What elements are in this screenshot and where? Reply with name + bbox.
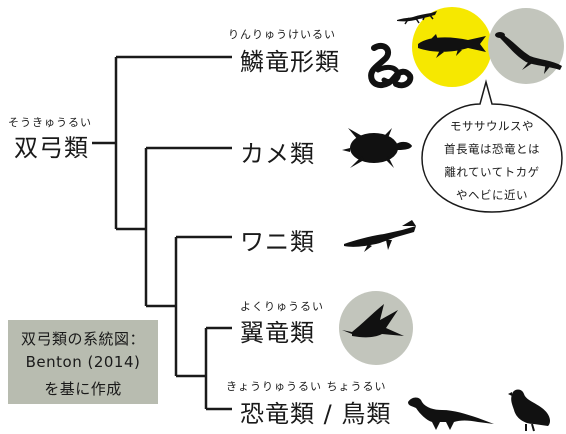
caption-line-1: Benton (2014) xyxy=(25,353,141,371)
taxon-reading-4: きょうりゅうるい ちょうるい xyxy=(226,380,387,393)
pterosaur-circle xyxy=(339,291,413,365)
note-line-2: 離れていてトカゲ xyxy=(444,165,540,179)
speech-bubble xyxy=(421,79,563,213)
mosasaur-icon xyxy=(418,34,486,58)
plesiosaur-icon xyxy=(495,32,562,74)
pterosaur-icon xyxy=(342,304,404,338)
gray-circle-plesiosaur xyxy=(488,8,564,84)
snake-icon xyxy=(368,42,414,89)
taxon-label-4: 恐竜類 / 鳥類 xyxy=(240,400,392,428)
taxon-label-3: 翼竜類 xyxy=(240,319,315,347)
note-line-3: やヘビに近い xyxy=(456,188,528,202)
caption-line-2: を基に作成 xyxy=(44,380,122,398)
caption-box: 双弓類の系統図： Benton (2014) を基に作成 xyxy=(8,320,158,404)
taxon-reading-3: よくりゅうるい xyxy=(240,300,324,313)
taxon-label-2: ワニ類 xyxy=(240,228,315,256)
note-line-1: 首長竜は恐竜とは xyxy=(444,142,540,156)
pigeon-icon xyxy=(508,389,550,432)
crocodile-icon xyxy=(344,220,416,252)
root-reading: そうきゅうるい xyxy=(8,116,92,129)
dinosaur-icon xyxy=(408,397,494,430)
taxon-reading-0: りんりゅうけいるい xyxy=(228,28,336,41)
caption-line-0: 双弓類の系統図： xyxy=(20,330,145,348)
note-line-0: モササウルスや xyxy=(450,119,534,133)
lizard-icon xyxy=(397,11,437,25)
taxon-label-1: カメ類 xyxy=(240,140,315,168)
root-label: 双弓類 xyxy=(14,134,89,162)
taxon-label-0: 鱗竜形類 xyxy=(240,48,340,76)
turtle-icon xyxy=(342,128,412,168)
